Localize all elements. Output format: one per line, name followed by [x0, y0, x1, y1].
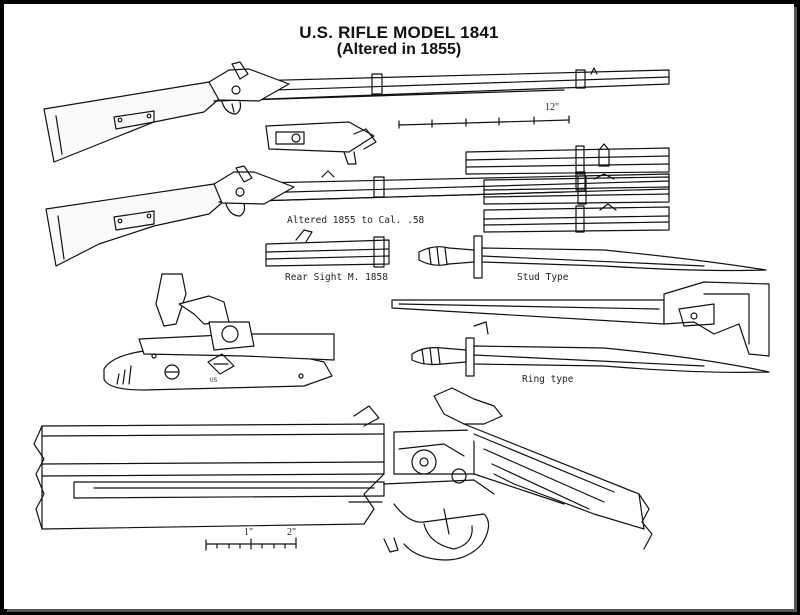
lock-interior-cutaway	[33, 387, 653, 561]
scale-inches-lower	[205, 537, 297, 551]
plate-frame: 12"	[4, 4, 794, 609]
label-rear-sight: Rear Sight M. 1858	[285, 272, 388, 283]
lock-detail-small	[265, 121, 377, 165]
scale-12-inch	[398, 115, 570, 129]
scale-2-inch-label: 2"	[287, 527, 296, 538]
barrel-detail-upper	[465, 143, 670, 175]
barrel-detail-lower	[483, 203, 670, 233]
rifle-original	[43, 61, 670, 163]
label-ring-type: Ring type	[522, 374, 574, 385]
plate-subtitle: (Altered in 1855)	[336, 41, 462, 58]
lock-eagle-marking: US	[210, 377, 218, 384]
label-stud-type: Stud Type	[517, 272, 569, 283]
rear-sight-detail	[265, 229, 390, 268]
label-altered: Altered 1855 to Cal. .58	[287, 215, 425, 226]
scale-12-label: 12"	[545, 102, 559, 113]
bayonet-stud-type	[418, 235, 767, 279]
plate-title: U.S. RIFLE MODEL 1841	[299, 23, 499, 42]
engraving-plate: 12"	[33, 61, 770, 561]
scabbard-and-frog	[391, 281, 770, 357]
lock-plate-exterior	[103, 273, 335, 391]
rifle-altered	[45, 165, 670, 267]
bayonet-ring-type	[411, 321, 770, 377]
scale-1-inch-label: 1"	[244, 527, 253, 538]
